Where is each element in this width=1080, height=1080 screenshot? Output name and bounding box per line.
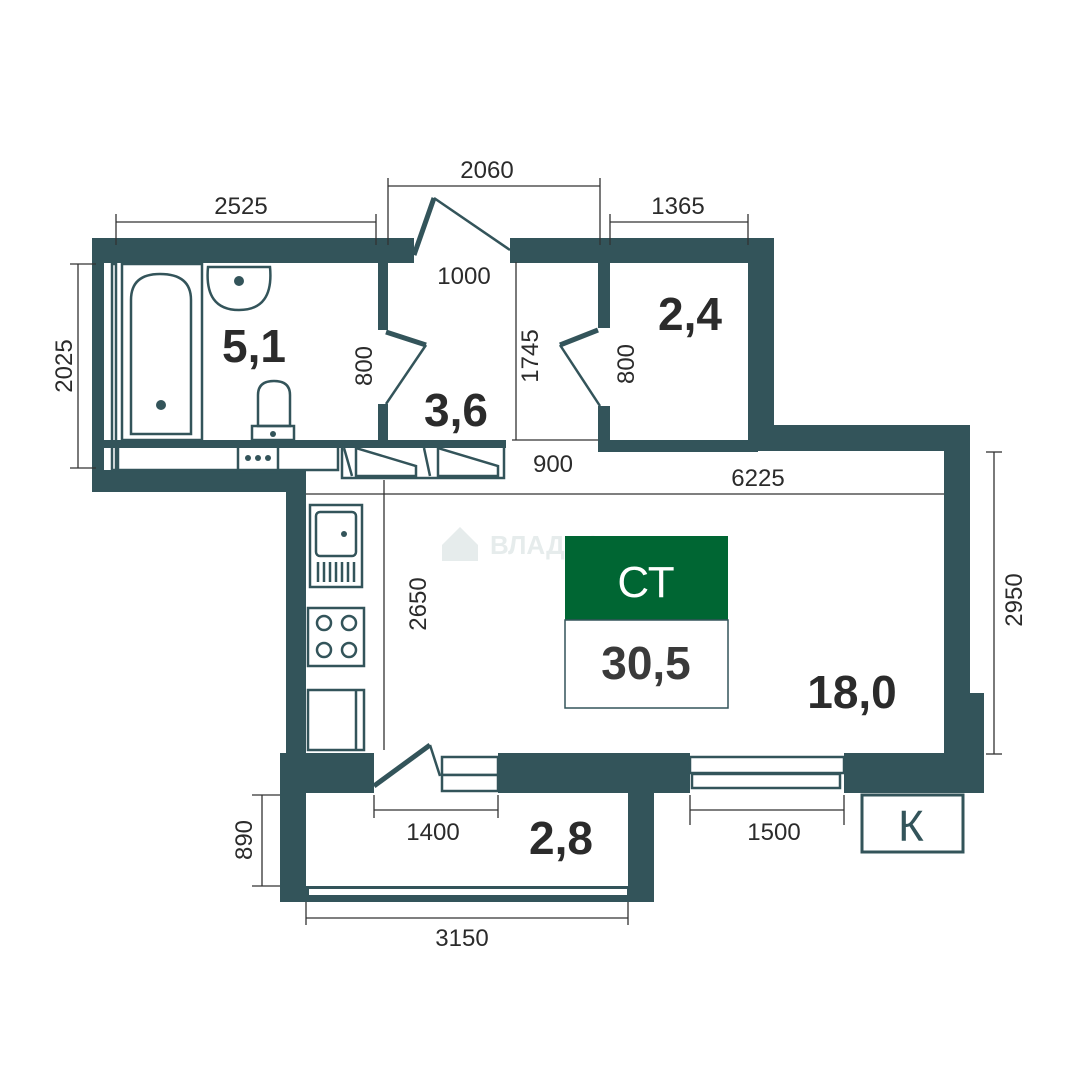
dim-balcony-width: 3150	[435, 925, 488, 952]
dim-living-height: 2950	[1001, 573, 1028, 626]
partition-storage-top	[598, 262, 610, 328]
area-storage: 2,4	[658, 288, 722, 340]
wall-balcony-left	[280, 780, 306, 902]
washer-counter	[116, 442, 340, 474]
dim-living-width: 6225	[731, 465, 784, 492]
wall-bottom-right	[844, 753, 984, 793]
balcony-glazing	[307, 887, 629, 897]
dim-corridor-width: 2060	[460, 157, 513, 184]
dim-bath-door: 800	[351, 346, 378, 386]
balcony-marker: К	[860, 793, 965, 854]
kitchen-sink	[308, 503, 364, 589]
wall-top-left	[92, 238, 414, 263]
dim-passage: 900	[533, 451, 573, 478]
wall-balcony-right	[628, 780, 654, 902]
bathtub	[120, 262, 204, 442]
bath-door	[384, 329, 428, 405]
badge-type-bg	[565, 536, 728, 620]
toilet	[250, 379, 296, 442]
partition-storage-floor	[598, 440, 758, 452]
area-living: 18,0	[807, 666, 897, 718]
dim-storage-width: 1365	[651, 193, 704, 220]
badge-area-box	[564, 619, 729, 709]
dim-kitchen-height: 2650	[405, 577, 432, 630]
dim-balcony-door: 1400	[406, 819, 459, 846]
wall-step	[748, 425, 970, 451]
badge-total-area: 30,5	[601, 637, 691, 689]
area-balcony: 2,8	[529, 812, 593, 864]
area-bathroom: 5,1	[222, 320, 286, 372]
walls	[92, 238, 984, 902]
wall-bath-bottom	[92, 470, 306, 492]
dim-corridor-height: 1745	[517, 329, 544, 382]
entry-door	[411, 196, 511, 256]
area-corridor: 3,6	[424, 384, 488, 436]
balcony-door	[372, 742, 500, 793]
dimension-lines	[70, 178, 1002, 925]
partition-bath-bottom	[378, 404, 388, 444]
living-window	[688, 755, 846, 790]
dim-storage-door: 800	[613, 344, 640, 384]
wall-top-right	[510, 238, 774, 263]
fridge	[306, 688, 366, 752]
partition-storage-bottom	[598, 406, 610, 450]
wall-bottom-mid	[498, 753, 690, 793]
dim-entry-door: 1000	[437, 263, 490, 290]
badge-type: СТ	[617, 558, 674, 607]
wall-kitchen-left	[286, 480, 306, 770]
dim-window-width: 1500	[747, 819, 800, 846]
sink	[206, 265, 272, 312]
balcony-marker-label: К	[898, 802, 924, 851]
bath-inner-line	[110, 262, 118, 472]
wall-left-bath	[92, 238, 104, 492]
dim-balcony-depth: 890	[231, 820, 258, 860]
dim-bath-height: 2025	[51, 339, 78, 392]
apartment-badge: СТ 30,5	[564, 536, 729, 709]
stove	[306, 606, 366, 668]
dim-bath-width: 2525	[214, 193, 267, 220]
partition-bath-top	[378, 262, 388, 330]
wall-storage-right	[748, 238, 774, 450]
shoe-cabinet	[340, 444, 506, 480]
storage-door	[558, 327, 602, 407]
